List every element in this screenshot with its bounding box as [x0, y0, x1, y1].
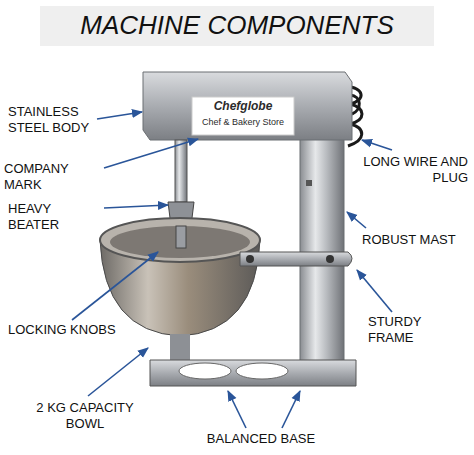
part-label: STAINLESS STEEL BODY [8, 104, 96, 137]
locking-knob [246, 255, 254, 263]
bowl-arm [240, 252, 352, 266]
part-label: 2 KG CAPACITY BOWL [30, 400, 140, 433]
part-label: BALANCED BASE [196, 431, 326, 447]
mast-screw [306, 180, 312, 186]
bowl-rim [100, 218, 260, 262]
leader-arrows [72, 112, 392, 428]
logo-text: Chefglobe [196, 99, 290, 114]
part-label: HEAVY BEATER [8, 201, 104, 234]
base-cutout [236, 363, 288, 379]
locking-knob [326, 255, 334, 263]
logo-plate [192, 97, 294, 135]
motor-head [143, 72, 352, 140]
beater-shaft [175, 140, 187, 202]
base-plate [150, 360, 356, 386]
part-label: ROBUST MAST [362, 232, 468, 248]
part-label: LONG WIRE AND PLUG [356, 154, 468, 187]
base-cutout [179, 363, 231, 379]
bowl-foot [170, 334, 190, 362]
beater-blade [176, 226, 186, 248]
part-label: COMPANY MARK [4, 161, 104, 194]
title: MACHINE COMPONENTS [0, 9, 474, 42]
part-label: STURDY FRAME [368, 314, 468, 347]
logo-text: Chef & Bakery Store [196, 117, 290, 128]
bowl-inside [110, 226, 250, 258]
part-label: LOCKING KNOBS [8, 322, 118, 338]
